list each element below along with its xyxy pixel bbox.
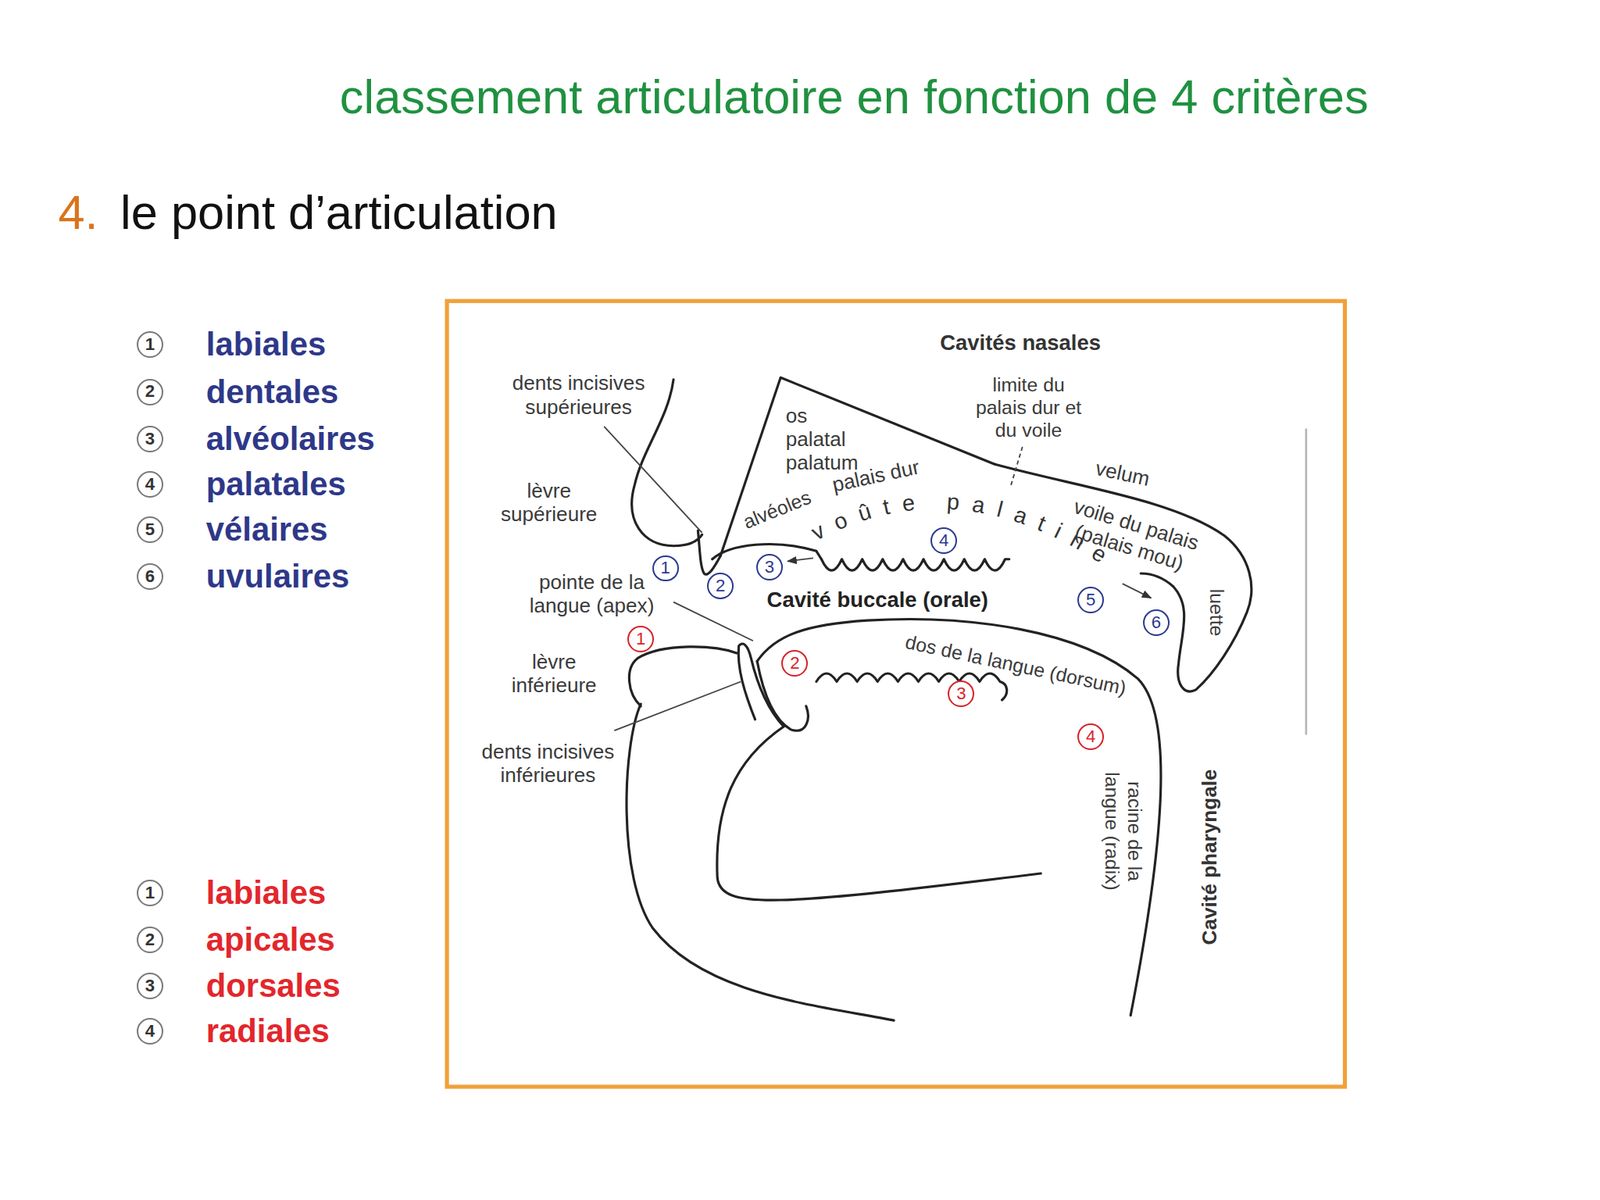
upper-teeth	[821, 559, 1009, 571]
place-list-item: uvulaires	[206, 557, 350, 596]
place-list-item: dentales	[206, 373, 340, 411]
leader-line	[614, 681, 741, 731]
tongue-dorsum	[757, 619, 1161, 1016]
pointer-arrow	[1122, 583, 1152, 598]
section-heading: le point d’articulation	[120, 184, 558, 240]
list-number: 4	[136, 471, 164, 498]
callout-number: 2	[781, 650, 808, 677]
mouth-floor	[717, 726, 1041, 900]
callout-number: 4	[930, 527, 958, 554]
list-number: 2	[136, 926, 164, 954]
part-label: alvéoles	[740, 486, 815, 535]
part-label: luette	[1205, 588, 1229, 636]
callout-number: 6	[1142, 609, 1170, 636]
leader-line	[673, 602, 754, 642]
lower-lip	[628, 646, 737, 707]
leader-lines	[603, 426, 1151, 731]
palatal-bone	[720, 377, 995, 557]
lower-teeth	[816, 673, 1008, 700]
part-label: dents incisives supérieures	[507, 371, 650, 418]
page-title: classement articulatoire en fonction de …	[339, 69, 1369, 125]
chin-outline	[626, 703, 894, 1021]
upper-incisor	[697, 530, 721, 575]
region-label: Cavités nasales	[939, 330, 1101, 356]
section-number: 4.	[57, 184, 98, 240]
part-label: voile du palais (palais mou)	[1061, 493, 1204, 579]
part-label: racine de la langue (radix)	[1100, 769, 1145, 894]
list-number: 1	[136, 879, 164, 907]
place-list-item: labiales	[206, 325, 326, 364]
figure-frame	[446, 300, 1345, 1087]
part-label: velum	[1093, 456, 1152, 491]
callout-number: 4	[1077, 723, 1104, 750]
list-number: 3	[136, 972, 164, 1000]
scan-mark	[1305, 428, 1308, 736]
place-list-item: palatales	[206, 465, 347, 504]
list-number: 2	[136, 378, 164, 406]
leader-line	[1010, 446, 1023, 488]
organ-list-item: radiales	[206, 1012, 330, 1050]
organ-list-item: dorsales	[206, 967, 341, 1005]
part-label: lèvre inférieure	[503, 650, 606, 697]
callout-number: 1	[652, 555, 679, 583]
list-number: 4	[136, 1018, 164, 1046]
region-label: Cavité pharyngale	[1197, 769, 1222, 946]
list-number: 6	[136, 563, 164, 590]
callout-number: 1	[627, 625, 654, 653]
list-number: 3	[136, 425, 164, 453]
part-label: dents incisives inférieures	[476, 739, 620, 787]
list-number: 1	[136, 331, 164, 358]
list-number: 5	[136, 516, 164, 543]
callout-number: 2	[707, 572, 734, 600]
region-label: Cavité buccale (orale)	[767, 587, 989, 613]
pointer-arrow	[787, 557, 814, 561]
leader-line	[603, 426, 702, 533]
part-label: dos de la langue (dorsum)	[903, 631, 1129, 700]
part-label: voûte palatine	[807, 488, 1112, 568]
vocal-tract-outline	[626, 377, 1252, 1021]
callout-number: 5	[1077, 586, 1104, 614]
part-label: pointe de la langue (apex)	[520, 570, 664, 618]
place-list-item: vélaires	[206, 510, 329, 549]
callout-number: 3	[756, 553, 783, 581]
arched-label: voûte palatine	[807, 488, 1112, 568]
place-list-item: alvéolaires	[206, 420, 375, 458]
part-label: limite du palais dur et du voile	[970, 375, 1087, 443]
organ-list-item: labiales	[206, 874, 326, 912]
part-label: os palatal palatum	[785, 403, 868, 475]
callout-number: 3	[947, 680, 975, 708]
part-label: lèvre supérieure	[492, 478, 606, 526]
organ-list-item: apicales	[206, 921, 336, 959]
